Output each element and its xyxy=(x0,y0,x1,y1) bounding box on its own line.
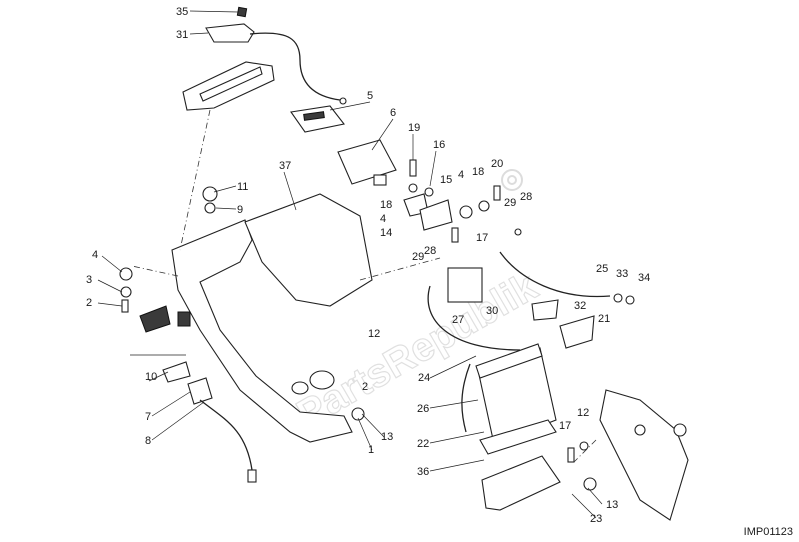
callout: 12 xyxy=(577,407,589,419)
callout: 13 xyxy=(381,431,393,443)
callout: 11 xyxy=(237,181,248,193)
callout: 25 xyxy=(596,263,608,275)
callout: 34 xyxy=(638,272,650,284)
callout: 1 xyxy=(368,444,374,456)
gear-watermark-icon xyxy=(501,169,523,191)
callout: 8 xyxy=(145,435,151,447)
callout: 32 xyxy=(574,300,586,312)
leader-lines xyxy=(97,10,603,519)
callout: 26 xyxy=(417,403,429,415)
right-side-bracket xyxy=(567,389,689,521)
callout: 12 xyxy=(368,328,380,340)
callout: 4 xyxy=(92,249,98,261)
callout: 16 xyxy=(433,139,445,151)
assembly-line xyxy=(359,257,441,281)
callout: 2 xyxy=(86,297,92,309)
callout: 6 xyxy=(390,107,396,119)
callout: 27 xyxy=(452,314,464,326)
assembly-line xyxy=(131,265,179,277)
callout: 4 xyxy=(458,169,464,181)
callout: 17 xyxy=(476,232,488,244)
callout: 4 xyxy=(380,213,386,225)
diagram-code: IMP01123 xyxy=(743,526,793,538)
callout: 23 xyxy=(590,513,602,525)
callout: 36 xyxy=(417,466,429,478)
callout: 31 xyxy=(176,29,188,41)
callout: 28 xyxy=(424,245,436,257)
left-fasteners xyxy=(119,267,257,483)
callout: 30 xyxy=(486,305,498,317)
callout: 22 xyxy=(417,438,429,450)
callout: 28 xyxy=(520,191,532,203)
assembly-line xyxy=(179,109,211,251)
callout: 13 xyxy=(606,499,618,511)
callout: 10 xyxy=(145,371,157,383)
callout: 19 xyxy=(408,122,420,134)
callout: 35 xyxy=(176,6,188,18)
battery-tray-frame xyxy=(171,186,373,443)
callout: 17 xyxy=(559,420,571,432)
callout-labels: 35 31 5 6 19 16 15 37 11 9 4 18 4 14 18 … xyxy=(86,6,650,525)
connectors-upper-right xyxy=(403,159,522,243)
callout: 18 xyxy=(472,166,484,178)
battery-assembly xyxy=(427,251,635,511)
callout: 14 xyxy=(380,227,392,239)
callout: 21 xyxy=(598,313,610,325)
callout: 15 xyxy=(440,174,452,186)
callout: 33 xyxy=(616,268,628,280)
callout: 2 xyxy=(362,381,368,393)
assembly-line xyxy=(573,439,597,463)
top-bracket-assembly xyxy=(182,6,347,111)
callout: 3 xyxy=(86,274,92,286)
callout: 7 xyxy=(145,411,151,423)
callout: 24 xyxy=(418,372,430,384)
callout: 9 xyxy=(237,204,243,216)
callout: 29 xyxy=(412,251,424,263)
relay-module-group xyxy=(290,105,397,186)
callout: 37 xyxy=(279,160,291,172)
callout: 18 xyxy=(380,199,392,211)
callout: 5 xyxy=(367,90,373,102)
callout: 29 xyxy=(504,197,516,209)
callout: 20 xyxy=(491,158,503,170)
